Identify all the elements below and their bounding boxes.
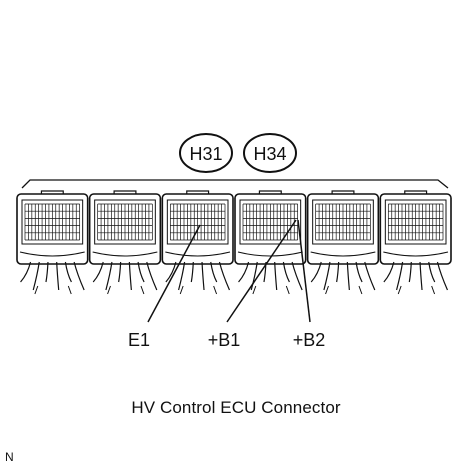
leader-line-e1 <box>147 224 201 323</box>
terminal-label-e1: E1 <box>128 330 150 350</box>
pin-grid <box>169 203 226 241</box>
figure-code: N <box>5 450 14 464</box>
connector-code-h34-label: H34 <box>253 144 286 164</box>
wire-bundle <box>20 261 85 295</box>
pin-grid <box>387 203 444 241</box>
terminal-label-b2: +B2 <box>293 330 326 350</box>
connector-block <box>161 190 234 295</box>
wire-bundle <box>165 261 231 295</box>
terminal-label-b1: +B1 <box>208 330 241 350</box>
connector-body <box>16 190 452 295</box>
connector-block <box>379 190 452 295</box>
wire-bundle <box>383 261 449 295</box>
connector-code-h31-oval <box>179 133 233 173</box>
connector-block <box>16 190 89 295</box>
wire-bundle <box>238 261 303 295</box>
connector-bracket <box>21 179 449 189</box>
pin-grid <box>97 203 153 241</box>
diagram-caption: HV Control ECU Connector <box>131 398 341 417</box>
connector-block <box>88 190 162 295</box>
leader-lines <box>147 219 311 323</box>
connector-code-h31: H31 <box>179 133 233 173</box>
wire-bundle <box>92 261 158 295</box>
pin-grid <box>24 203 81 241</box>
wire-bundle <box>310 261 376 295</box>
connector-code-h34: H34 <box>243 133 297 173</box>
pin-grid <box>315 203 371 241</box>
leader-line-b1 <box>226 219 297 323</box>
connector-block <box>234 190 307 295</box>
connector-code-h31-label: H31 <box>189 144 222 164</box>
connector-block <box>306 190 380 295</box>
leader-line-b2 <box>297 219 311 323</box>
connector-code-h34-oval <box>243 133 297 173</box>
